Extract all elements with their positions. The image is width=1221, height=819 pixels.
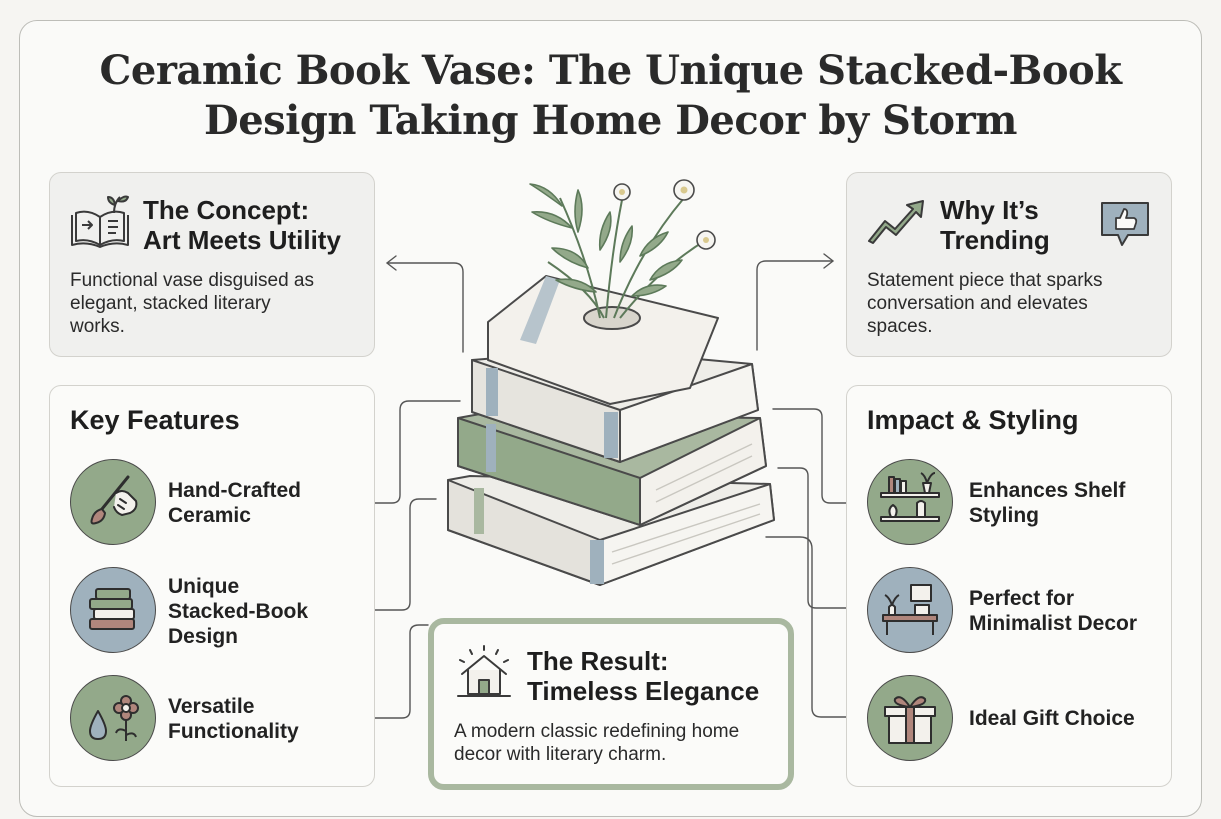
impact-minimalist-label: Perfect for Minimalist Decor (969, 587, 1138, 635)
concept-title: The Concept: Art Meets Utility (143, 195, 341, 255)
result-body: A modern classic redefining home decor w… (454, 721, 740, 765)
book-stack-icon (88, 587, 135, 630)
impact-styling-card: Impact & Styling Enhances Shelf Styling (846, 385, 1172, 787)
impact-icon-circle (867, 675, 953, 761)
paintbrush-hand-icon (90, 475, 137, 524)
trending-title: Why It’s Trending (940, 195, 1050, 255)
key-features-title: Key Features (70, 405, 240, 435)
thumbs-up-icon (1101, 202, 1149, 246)
impact-gift-label: Ideal Gift Choice (969, 707, 1135, 730)
concept-card: The Concept: Art Meets Utility Functiona… (49, 172, 375, 357)
impact-styling-title: Impact & Styling (867, 405, 1079, 435)
feature-versatile-label: Versatile Functionality (168, 695, 299, 743)
feature-hand-crafted-label: Hand-Crafted Ceramic (168, 479, 302, 527)
trending-body: Statement piece that sparks conversation… (867, 270, 1103, 337)
water-drop-flower-icon (88, 694, 139, 741)
shelf-icon (879, 471, 940, 522)
feature-icon-circle (70, 675, 156, 761)
trending-card: Why It’s Trending Statement piece that s… (846, 172, 1172, 357)
concept-body: Functional vase disguised as elegant, st… (70, 270, 314, 337)
title-line-2: Design Taking Home Decor by Storm (204, 97, 1018, 144)
impact-icon-circle (867, 567, 953, 653)
open-book-sprout-icon (71, 195, 129, 248)
title-line-1: Ceramic Book Vase: The Unique Stacked-Bo… (99, 47, 1122, 94)
feature-icon-circle (70, 459, 156, 545)
page-title: Ceramic Book Vase: The Unique Stacked-Bo… (0, 46, 1221, 146)
feature-icon-circle (70, 567, 156, 653)
trend-arrow-icon (868, 200, 924, 244)
house-icon (457, 645, 511, 697)
impact-icon-circle (867, 459, 953, 545)
result-card: The Result: Timeless Elegance A modern c… (428, 618, 794, 790)
key-features-card: Key Features Hand-Crafted Ceramic Unique (49, 385, 375, 787)
impact-shelf-label: Enhances Shelf Styling (969, 479, 1126, 527)
result-title: The Result: Timeless Elegance (527, 646, 760, 706)
gift-icon (883, 695, 936, 744)
minimalist-room-icon (881, 583, 938, 635)
feature-stacked-book-label: Unique Stacked-Book Design (168, 575, 309, 648)
